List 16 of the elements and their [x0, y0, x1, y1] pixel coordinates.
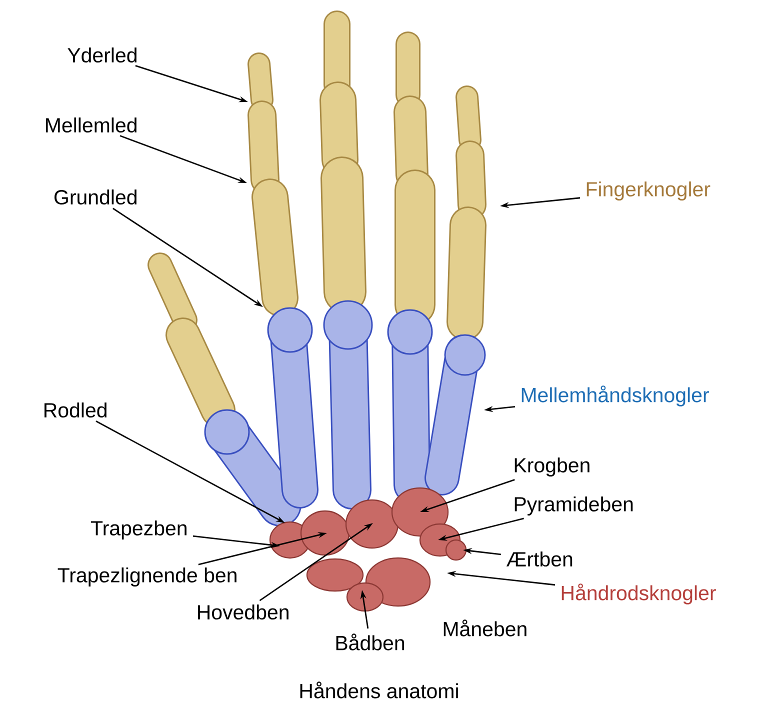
bone-label: Ærtben: [506, 551, 572, 567]
bone-label: Mellemhåndsknogler: [522, 386, 709, 406]
bone-label: Trapezben: [91, 520, 186, 540]
bone-label: Rodled: [44, 402, 106, 418]
bone-label: Måneben: [444, 620, 526, 636]
bone-label: Pyramideben: [514, 496, 633, 516]
bone-label: Håndrodsknogler: [562, 584, 716, 604]
bone-label: Hovedben: [198, 604, 288, 620]
bone-label: Fingerknogler: [586, 181, 710, 201]
bone-label: Mellemled: [46, 117, 136, 133]
bone-label: Trapezlignende ben: [58, 567, 236, 587]
bone-label: Grundled: [54, 189, 136, 205]
bone-label: Krogben: [514, 457, 590, 477]
caption: Håndens anatomi: [300, 682, 458, 698]
bone-label: Yderled: [68, 47, 136, 63]
bone-label: Bådben: [336, 634, 404, 650]
